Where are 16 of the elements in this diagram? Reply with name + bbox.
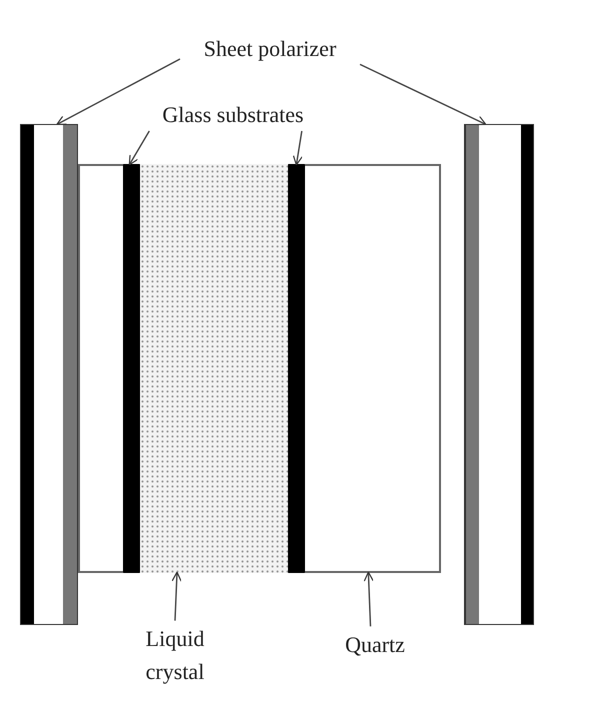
label-text: Liquid crystal [120,622,230,688]
leader-arrow [56,58,180,125]
sheet-polarizer [20,124,78,625]
leader-arrow [128,130,150,166]
leader-arrow [292,130,303,166]
label-text: Sheet polarizer [180,32,360,68]
glass-substrate [123,164,140,573]
quartz-cell [78,164,441,573]
label-text: Glass substrates [140,98,326,131]
leader-arrow [364,572,374,626]
liquid-crystal-layer [140,164,288,573]
label-text: Quartz [330,628,420,661]
leader-arrow [172,572,182,621]
glass-substrate [288,164,305,573]
sheet-polarizer [464,124,534,625]
leader-arrow [360,64,486,126]
